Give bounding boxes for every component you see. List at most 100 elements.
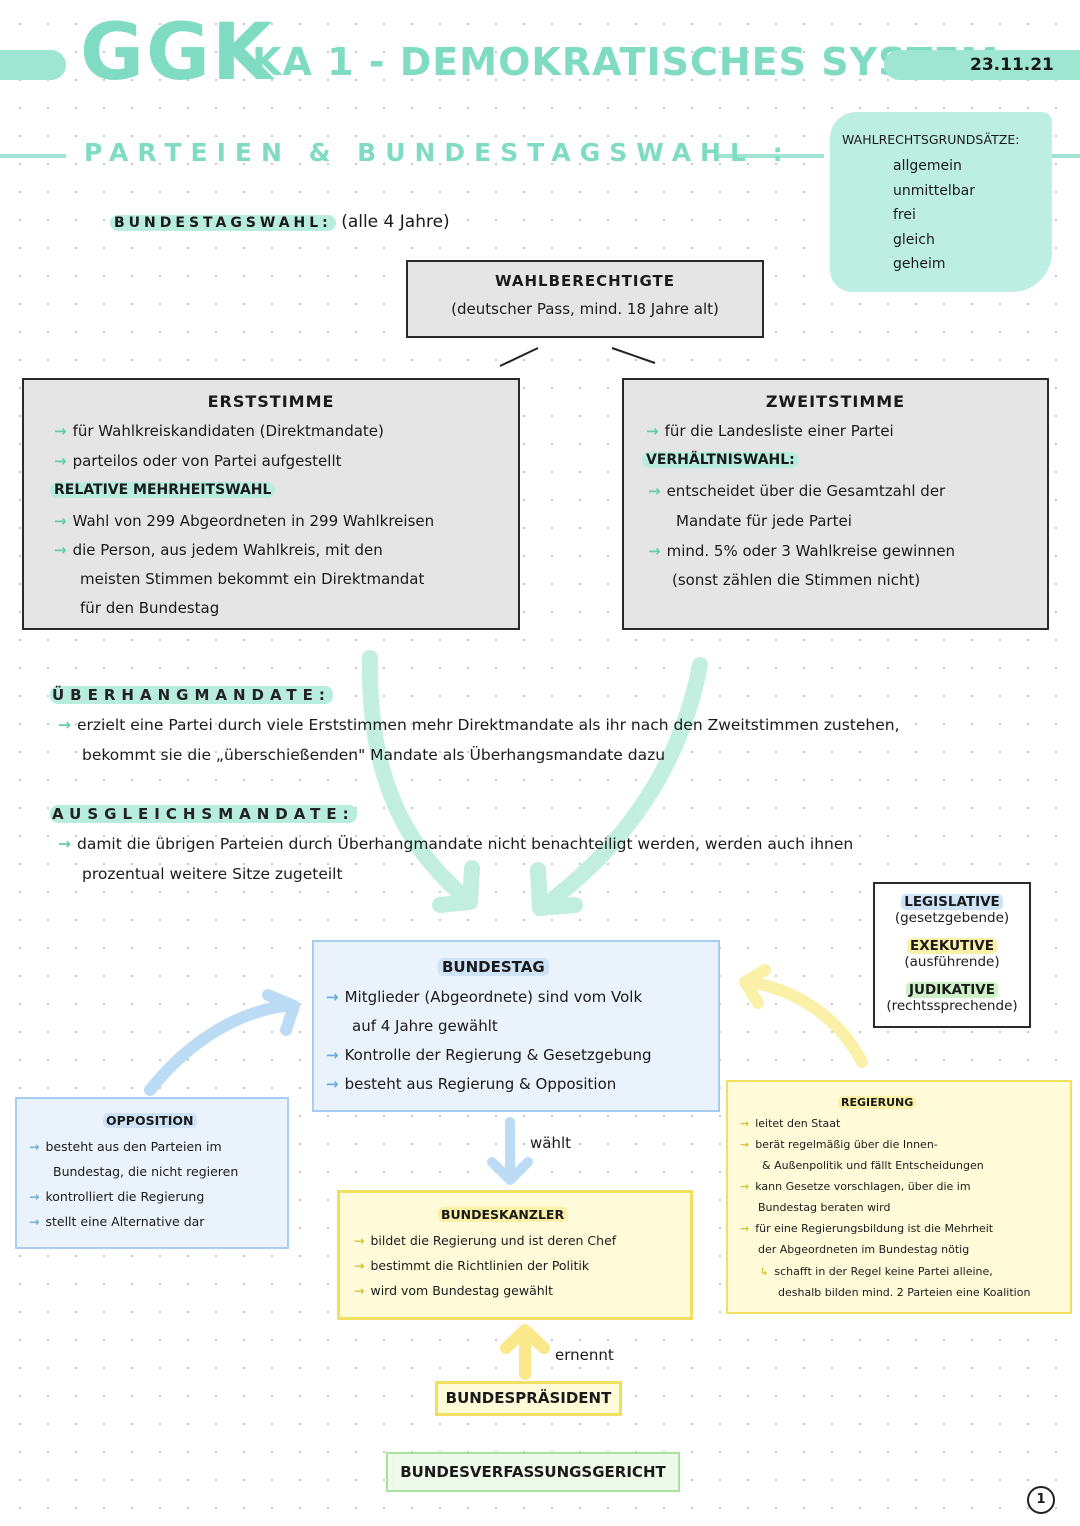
list-item: →für die Landesliste einer Partei [646, 422, 894, 440]
list-item: →besteht aus den Parteien im [29, 1139, 222, 1154]
blue-arrow-icon [144, 989, 300, 1096]
zweitstimme-title: ZWEITSTIMME [765, 392, 906, 411]
list-item: →berät regelmäßig über die Innen- [740, 1138, 938, 1151]
list-item: →stellt eine Alternative dar [29, 1214, 205, 1229]
arrow-icon: → [354, 1258, 365, 1273]
ueberhang-line-cont: bekommt sie die „überschießenden" Mandat… [82, 746, 666, 764]
arrow-icon: → [54, 452, 67, 470]
arrow-icon: → [354, 1233, 365, 1248]
list-item-cont: deshalb bilden mind. 2 Parteien eine Koa… [778, 1286, 1031, 1299]
list-item: →für Wahlkreiskandidaten (Direktmandate) [54, 422, 384, 440]
list-item-cont: auf 4 Jahre gewählt [352, 1017, 498, 1035]
arrow-icon: → [29, 1139, 40, 1154]
hook-arrow-icon: ↳ [760, 1267, 769, 1278]
arrow-icon: → [648, 482, 661, 500]
list-item-cont: & Außenpolitik und fällt Entscheidungen [762, 1159, 984, 1172]
arrow-icon: → [29, 1189, 40, 1204]
list-item-cont: der Abgeordneten im Bundestag nötig [758, 1243, 970, 1256]
list-item: →Wahl von 299 Abgeordneten in 299 Wahlkr… [54, 512, 435, 530]
legislative-sub: (gesetzgebende) [894, 910, 1010, 926]
wahlrecht-item: allgemein [893, 158, 962, 174]
legislative-label: LEGISLATIVE [875, 894, 1029, 910]
list-item: →kontrolliert die Regierung [29, 1189, 205, 1204]
arrow-icon: → [54, 541, 67, 559]
wahlrecht-list: allgemein unmittelbar frei gleich geheim [893, 154, 975, 277]
judikative-label: JUDIKATIVE [875, 982, 1029, 998]
arrow-icon: → [326, 1075, 339, 1093]
waehlt-label: wählt [530, 1134, 572, 1152]
list-item: →wird vom Bundestag gewählt [354, 1283, 554, 1298]
erststimme-title: ERSTSTIMME [207, 392, 335, 411]
exekutive-label: EXEKUTIVE [875, 938, 1029, 954]
arrow-icon: → [58, 835, 71, 853]
bundespraesident-box: BUNDESPRÄSIDENT [435, 1381, 622, 1416]
list-item: →besteht aus Regierung & Opposition [326, 1075, 617, 1093]
bundestagswahl-heading: BUNDESTAGSWAHL: (alle 4 Jahre) [110, 212, 450, 232]
zweitstimme-subtitle: VERHÄLTNISWAHL: [642, 452, 799, 468]
arrow-icon: → [740, 1117, 750, 1130]
wahlrecht-item: frei [893, 207, 916, 223]
arrow-icon: → [29, 1214, 40, 1229]
wahlberechtigte-note: (deutscher Pass, mind. 18 Jahre alt) [451, 300, 719, 318]
wahlrecht-item: geheim [893, 256, 946, 272]
arrow-icon: → [354, 1283, 365, 1298]
regierung-title: REGIERUNG [838, 1096, 917, 1109]
arrow-icon: → [54, 422, 67, 440]
list-item: →leitet den Staat [740, 1117, 841, 1130]
arrow-icon: → [740, 1222, 750, 1235]
mint-arrow-right-icon [530, 657, 708, 916]
zweitstimme-box: ZWEITSTIMME →für die Landesliste einer P… [622, 378, 1049, 630]
list-item: →mind. 5% oder 3 Wahlkreise gewinnen [648, 542, 956, 560]
list-item: →entscheidet über die Gesamtzahl der [648, 482, 946, 500]
arrow-icon: → [326, 1046, 339, 1064]
list-item: →bildet die Regierung und ist deren Chef [354, 1233, 617, 1248]
blue-down-arrow-icon [487, 1117, 533, 1185]
list-item: →die Person, aus jedem Wahlkreis, mit de… [54, 541, 383, 559]
header-bar-right [884, 50, 1080, 80]
opposition-title: OPPOSITION [103, 1113, 197, 1128]
bundestag-box: BUNDESTAG →Mitglieder (Abgeordnete) sind… [312, 940, 720, 1112]
list-item-cont: Mandate für jede Partei [676, 512, 852, 530]
list-item: →für eine Regierungsbildung ist die Mehr… [740, 1222, 994, 1235]
ueberhang-line: →erzielt eine Partei durch viele Erststi… [58, 716, 900, 734]
wahlberechtigte-box: WAHLBERECHTIGTE (deutscher Pass, mind. 1… [406, 260, 764, 338]
bundestagswahl-note: (alle 4 Jahre) [341, 212, 450, 232]
list-item-cont: Bundestag, die nicht regieren [53, 1164, 239, 1179]
list-item: →Kontrolle der Regierung & Gesetzgebung [326, 1046, 652, 1064]
ueberhang-title: ÜBERHANGMANDATE: [50, 686, 333, 704]
arrow-icon: → [646, 422, 659, 440]
list-item: →parteilos oder von Partei aufgestellt [54, 452, 342, 470]
logo-ggk: GGK [80, 8, 275, 98]
page-number: 1 [1027, 1486, 1055, 1514]
wahlrecht-item: unmittelbar [893, 182, 975, 199]
list-item-sub: ↳schafft in der Regel keine Partei allei… [760, 1265, 993, 1278]
bundeskanzler-title: BUNDESKANZLER [438, 1207, 568, 1222]
bundeskanzler-box: BUNDESKANZLER →bildet die Regierung und … [337, 1190, 693, 1320]
connector-line-left [499, 347, 539, 367]
yellow-up-arrow-icon [500, 1324, 550, 1380]
gewaltenteilung-box: LEGISLATIVE (gesetzgebende) EXEKUTIVE (a… [873, 882, 1031, 1028]
wahlrecht-cloud [830, 112, 1052, 292]
ausgleich-title: AUSGLEICHSMANDATE: [50, 805, 357, 823]
arrow-icon: → [54, 512, 67, 530]
section-title: PARTEIEN & BUNDESTAGSWAHL : [84, 138, 792, 167]
list-item: →kann Gesetze vorschlagen, über die im [740, 1180, 971, 1193]
exekutive-sub: (ausführende) [904, 954, 1000, 970]
connector-line-right [611, 347, 656, 364]
header-bar-left [0, 50, 66, 80]
arrow-icon: → [740, 1138, 750, 1151]
arrow-icon: → [326, 988, 339, 1006]
judikative-sub: (rechtssprechende) [886, 998, 1018, 1014]
yellow-arrow-icon [739, 964, 868, 1068]
list-item: →Mitglieder (Abgeordnete) sind vom Volk [326, 988, 643, 1006]
page-title: KA 1 - DEMOKRATISCHES SYSTEM [252, 40, 1000, 84]
list-item: →bestimmt die Richtlinien der Politik [354, 1258, 590, 1273]
opposition-box: OPPOSITION →besteht aus den Parteien im … [15, 1097, 289, 1249]
mint-arrow-left-icon [361, 650, 480, 913]
list-item-cont: meisten Stimmen bekommt ein Direktmandat [80, 570, 425, 588]
wahlrecht-title: WAHLRECHTSGRUNDSÄTZE: [842, 132, 1020, 147]
bundestag-title: BUNDESTAG [438, 958, 549, 976]
list-item-cont: für den Bundestag [80, 599, 220, 617]
list-item-cont: Bundestag beraten wird [758, 1201, 891, 1214]
